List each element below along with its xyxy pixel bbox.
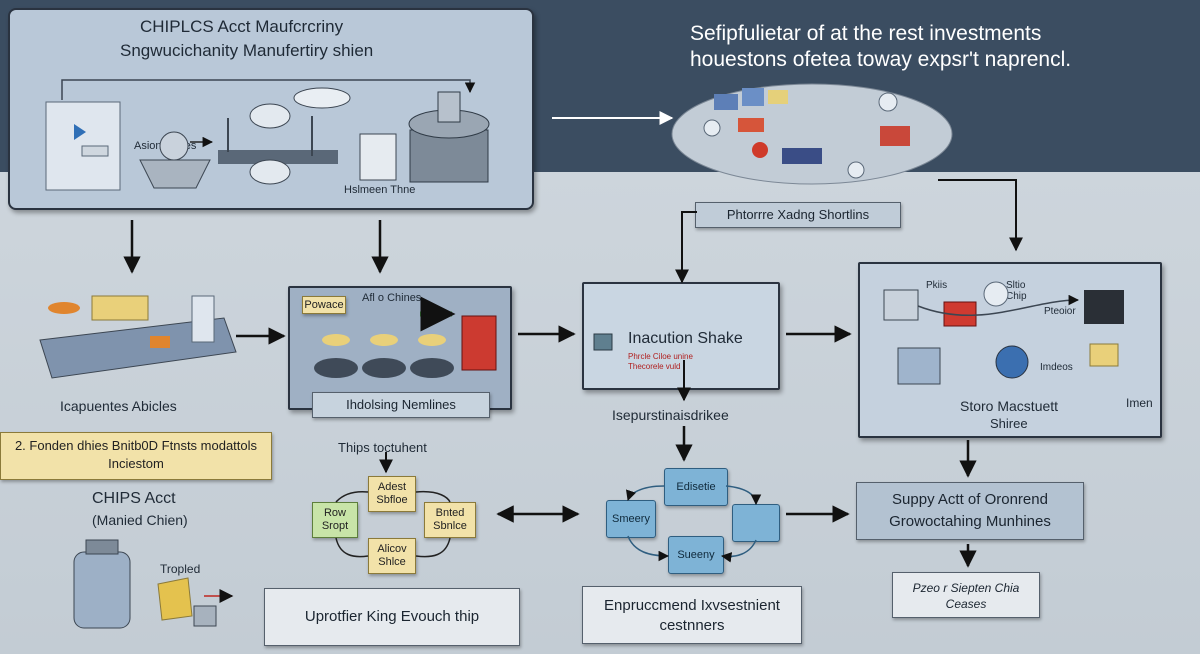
manufacturing-title: CHIPLCS Acct Maufcrcriny bbox=[140, 17, 344, 36]
node-bottom-label: Rspe bbox=[256, 166, 282, 178]
note-right: Bnted Sbnlce bbox=[424, 502, 476, 538]
under-inaction-label: Isepurstinaisdrikee bbox=[612, 407, 729, 423]
tile-left: Smeery bbox=[606, 500, 656, 538]
process-tag: Powace bbox=[302, 296, 346, 314]
left-caption: Icapuentes Abicles bbox=[60, 398, 177, 414]
thips-label: Thips toctuhent bbox=[338, 440, 427, 455]
storage-tag6: Imdeos bbox=[1040, 362, 1073, 373]
inaction-line1: Phrcle Ciloe unine bbox=[628, 352, 693, 361]
assemblies-label: Asionosimes bbox=[134, 140, 197, 152]
process-header: Afl o Chines bbox=[362, 292, 422, 304]
bottom-middle-line2: cestnners bbox=[659, 617, 725, 634]
cloud-label-b: Miigh o.uise bbox=[778, 113, 832, 124]
left-note: 2. Fonden dhies Bnitb0D Ftnsts modattols… bbox=[0, 432, 272, 480]
storage-tag2: Ctio bbox=[900, 295, 918, 306]
process-caption: Ihdolsing Nemlines bbox=[312, 392, 490, 418]
manufacturing-subtitle: Sngwucichanity Manufertiry shien bbox=[120, 41, 374, 60]
supply-line1: Suppy Actt of Oronrend bbox=[892, 491, 1048, 508]
note-bottom: Alicov Shlce bbox=[368, 538, 416, 574]
shortlins-box: Phtorrre Xadng Shortlins bbox=[695, 202, 901, 228]
cloud-label-a: Pneoign bbox=[812, 100, 849, 111]
header-title-line1: Sefipfulietar of at the rest investments bbox=[690, 22, 1042, 45]
storage-tag5: Ptos bbox=[1090, 348, 1111, 359]
bubble-label: Isiuactiue bbox=[300, 94, 343, 105]
storage-tag1: Pkiis bbox=[926, 280, 948, 291]
bottom-right-box: Pzeo r Siepten Chia Ceases bbox=[892, 572, 1040, 618]
jar-label-1: Orceed bbox=[82, 572, 122, 586]
machine-caption: Hslmeen Thne bbox=[344, 184, 416, 196]
cloud-label-c: Pacok bbox=[774, 131, 802, 142]
trophy-label: Tropled bbox=[160, 562, 201, 576]
note-top: Adest Sbfloe bbox=[368, 476, 416, 512]
bottom-right-line1: Pzeo r Siepten Chia bbox=[912, 581, 1020, 595]
storage-caption-2: Shiree bbox=[990, 416, 1028, 431]
jar-label-2: Pips bbox=[88, 600, 112, 614]
inaction-line2: Thecorele vuld bbox=[628, 362, 681, 371]
chips-act-title: CHIPS Acct bbox=[92, 490, 176, 507]
tile-top: Edisetie bbox=[664, 468, 728, 506]
storage-side-label: Imen bbox=[1126, 396, 1153, 410]
bottom-middle-box: Enpruccmend Ixvsestnient cestnners bbox=[582, 586, 802, 644]
chips-act-subtitle: (Manied Chien) bbox=[92, 512, 188, 528]
node-top-label: Ooge bbox=[259, 110, 286, 122]
tile-bottom: Sueeny bbox=[668, 536, 724, 574]
header-title-line2: houestons ofetea toway expsr't naprencl. bbox=[690, 48, 1072, 71]
tile-right bbox=[732, 504, 780, 542]
storage-tag3: Sltio Chip bbox=[1006, 280, 1027, 302]
left-note-text: 2. Fonden dhies Bnitb0D Ftnsts modattols… bbox=[14, 438, 258, 471]
note-left: Row Sropt bbox=[312, 502, 358, 538]
supply-line2: Growoctahing Munhines bbox=[889, 513, 1051, 530]
manufacturing-panel bbox=[8, 8, 534, 210]
supply-box: Suppy Actt of Oronrend Growoctahing Munh… bbox=[856, 482, 1084, 540]
storage-tag4: Pteoior bbox=[1044, 306, 1076, 317]
bottom-left-box: Uprotfier King Evouch thip bbox=[264, 588, 520, 646]
storage-caption-1: Storo Macstuett bbox=[960, 398, 1059, 414]
bottom-middle-line1: Enpruccmend Ixvsestnient bbox=[604, 597, 780, 614]
bottom-right-line2: Ceases bbox=[945, 597, 987, 611]
inaction-title: Inacution Shake bbox=[628, 330, 743, 347]
